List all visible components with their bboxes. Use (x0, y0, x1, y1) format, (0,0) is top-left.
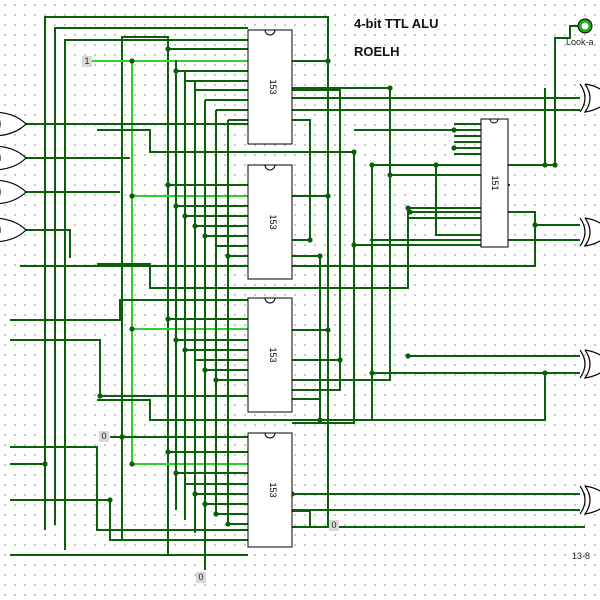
wire-junction (202, 233, 208, 239)
wire-junction (325, 193, 331, 199)
wire-junction (129, 461, 135, 467)
input-constant-top[interactable]: 1 (82, 56, 92, 67)
input-constant-right[interactable]: 0 (329, 520, 339, 531)
wire (97, 207, 481, 289)
wire-junction (369, 162, 375, 168)
wire-junction (387, 85, 393, 91)
or-gate (0, 145, 27, 171)
wire-junction (97, 393, 103, 399)
wire (25, 229, 71, 258)
output-led[interactable] (577, 18, 593, 34)
wire-junction (317, 417, 323, 423)
wire (435, 165, 481, 236)
wire-junction (165, 182, 171, 188)
wire-junction (451, 127, 457, 133)
wire (97, 129, 355, 424)
wire-junction (552, 162, 558, 168)
wire-junction (192, 223, 198, 229)
logic-gates (0, 83, 600, 515)
wire-junction (337, 357, 343, 363)
wire-junction (192, 491, 198, 497)
chip-151[interactable]: 151 (480, 118, 509, 248)
diagram-subtitle: ROELH (354, 44, 400, 59)
wire (10, 339, 248, 397)
wire-junction (317, 253, 323, 259)
wire-junction (182, 347, 188, 353)
wire-junction (225, 521, 231, 527)
wire-junction (165, 316, 171, 322)
wire (292, 225, 536, 267)
wire (292, 255, 321, 420)
wire-junction (129, 58, 135, 64)
or-gate (0, 179, 27, 205)
input-constant-bottom[interactable]: 0 (196, 572, 206, 583)
wire-junction (107, 497, 113, 503)
wire-junction (405, 353, 411, 359)
output-label: Look-a (566, 37, 594, 47)
wire (290, 87, 391, 381)
wire-junction (182, 213, 188, 219)
wire-junction (369, 370, 375, 376)
or-gate (0, 217, 27, 243)
chip-153-4[interactable]: 153 (247, 432, 293, 548)
wire (54, 27, 248, 525)
input-constant-mid[interactable]: 0 (99, 431, 109, 442)
wire-junction (119, 434, 125, 440)
wire-junction (213, 377, 219, 383)
wire-junction (173, 470, 179, 476)
xor-gate (579, 349, 600, 379)
wire-junction (173, 68, 179, 74)
wire-junction (433, 162, 439, 168)
wire-junction (129, 326, 135, 332)
xor-gate (579, 485, 600, 515)
chip-153-3[interactable]: 153 (247, 297, 293, 413)
wire (121, 36, 248, 556)
wire-junction (407, 209, 413, 215)
wire-junction (351, 149, 357, 155)
wire-junction (173, 203, 179, 209)
chip-153-2[interactable]: 153 (247, 164, 293, 280)
wire (292, 119, 311, 241)
wire (64, 39, 248, 550)
wire-junction (532, 222, 538, 228)
wire-junction (542, 370, 548, 376)
wire-junction (405, 205, 411, 211)
wire-junction (173, 337, 179, 343)
or-gate (0, 111, 27, 137)
wire-junction (202, 367, 208, 373)
chip-label: 153 (268, 347, 278, 362)
wires (10, 16, 585, 570)
chip-label: 153 (268, 214, 278, 229)
diagram-title: 4-bit TTL ALU (354, 16, 439, 31)
chip-label: 151 (490, 175, 500, 190)
wire (292, 510, 330, 528)
xor-gate (579, 217, 600, 247)
wire-junction (542, 162, 548, 168)
wire-junction (165, 46, 171, 52)
wire (10, 499, 248, 541)
wire-junction (202, 501, 208, 507)
footer-label: 13-8 (572, 551, 591, 561)
wire (10, 446, 248, 531)
chip-label: 153 (268, 482, 278, 497)
wire-junction (129, 193, 135, 199)
chip-label: 153 (268, 79, 278, 94)
wire-junction (225, 253, 231, 259)
wire-junction (351, 242, 357, 248)
wire-junction (165, 449, 171, 455)
wire-junction (213, 511, 219, 517)
chip-153-1[interactable]: 153 (247, 29, 293, 145)
xor-gate (579, 83, 600, 113)
wire (310, 373, 546, 421)
wire-junction (325, 327, 331, 333)
wire-junction (387, 172, 393, 178)
wire (410, 211, 580, 226)
wire-junction (42, 461, 48, 467)
wire-junction (307, 237, 313, 243)
wire (292, 89, 341, 391)
wire-junction (325, 58, 331, 64)
wire-junction (451, 145, 457, 151)
